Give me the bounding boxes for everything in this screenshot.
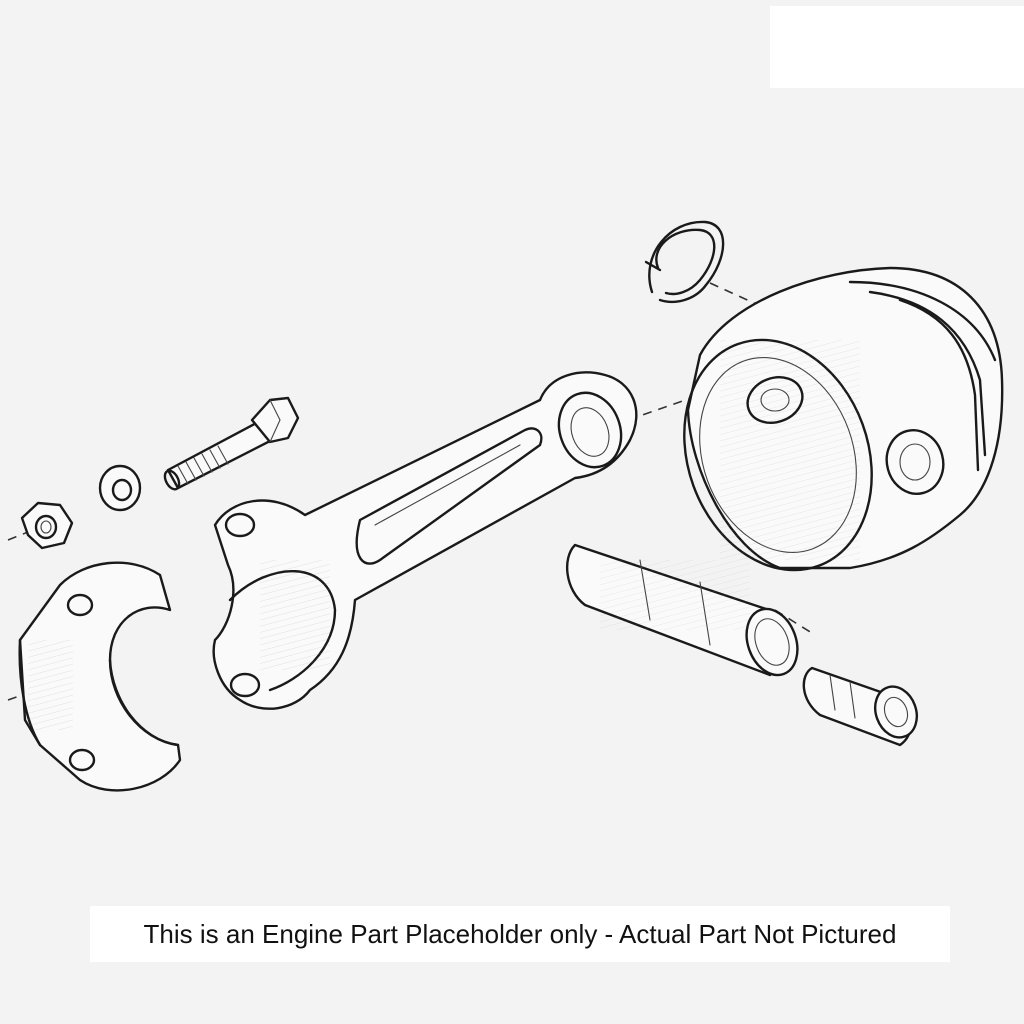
rod-bolt-icon [163,396,300,491]
rod-cap-icon [18,561,182,792]
piston-pin-icon [566,543,799,677]
placeholder-caption: This is an Engine Part Placeholder only … [143,919,897,949]
pin-bushing-icon [802,666,918,747]
washer-icon [98,464,142,512]
piston-icon [683,266,1004,572]
connecting-rod-icon [212,371,638,710]
corner-blank-patch [770,6,1024,88]
circlip-icon [644,220,725,304]
hex-nut-icon [20,501,74,550]
caption-bar: This is an Engine Part Placeholder only … [90,906,950,962]
